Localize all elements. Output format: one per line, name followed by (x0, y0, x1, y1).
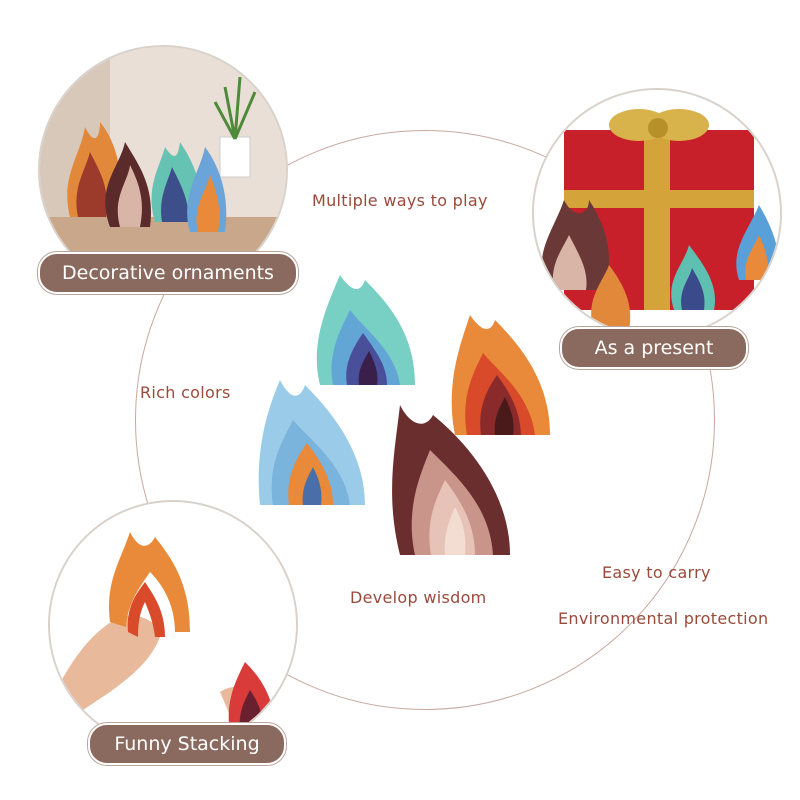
orange-flame (451, 315, 550, 435)
blue-flame (258, 380, 365, 505)
product-flames-illustration (258, 275, 550, 555)
teal-flame (316, 275, 415, 385)
present-photo (532, 88, 782, 338)
stacking-label: Funny Stacking (88, 723, 286, 765)
stacking-scene-illustration (50, 502, 296, 748)
brown-flame (392, 405, 510, 555)
feature-develop-wisdom: Develop wisdom (350, 588, 487, 607)
present-scene-illustration (534, 90, 780, 336)
stacking-photo (48, 500, 298, 750)
present-label: As a present (560, 327, 748, 369)
feature-rich-colors: Rich colors (140, 383, 231, 402)
feature-multiple-ways: Multiple ways to play (312, 191, 488, 210)
feature-environmental: Environmental protection (558, 609, 769, 628)
decorative-label: Decorative ornaments (38, 252, 298, 294)
feature-easy-carry: Easy to carry (602, 563, 711, 582)
feature-ring (135, 130, 715, 710)
